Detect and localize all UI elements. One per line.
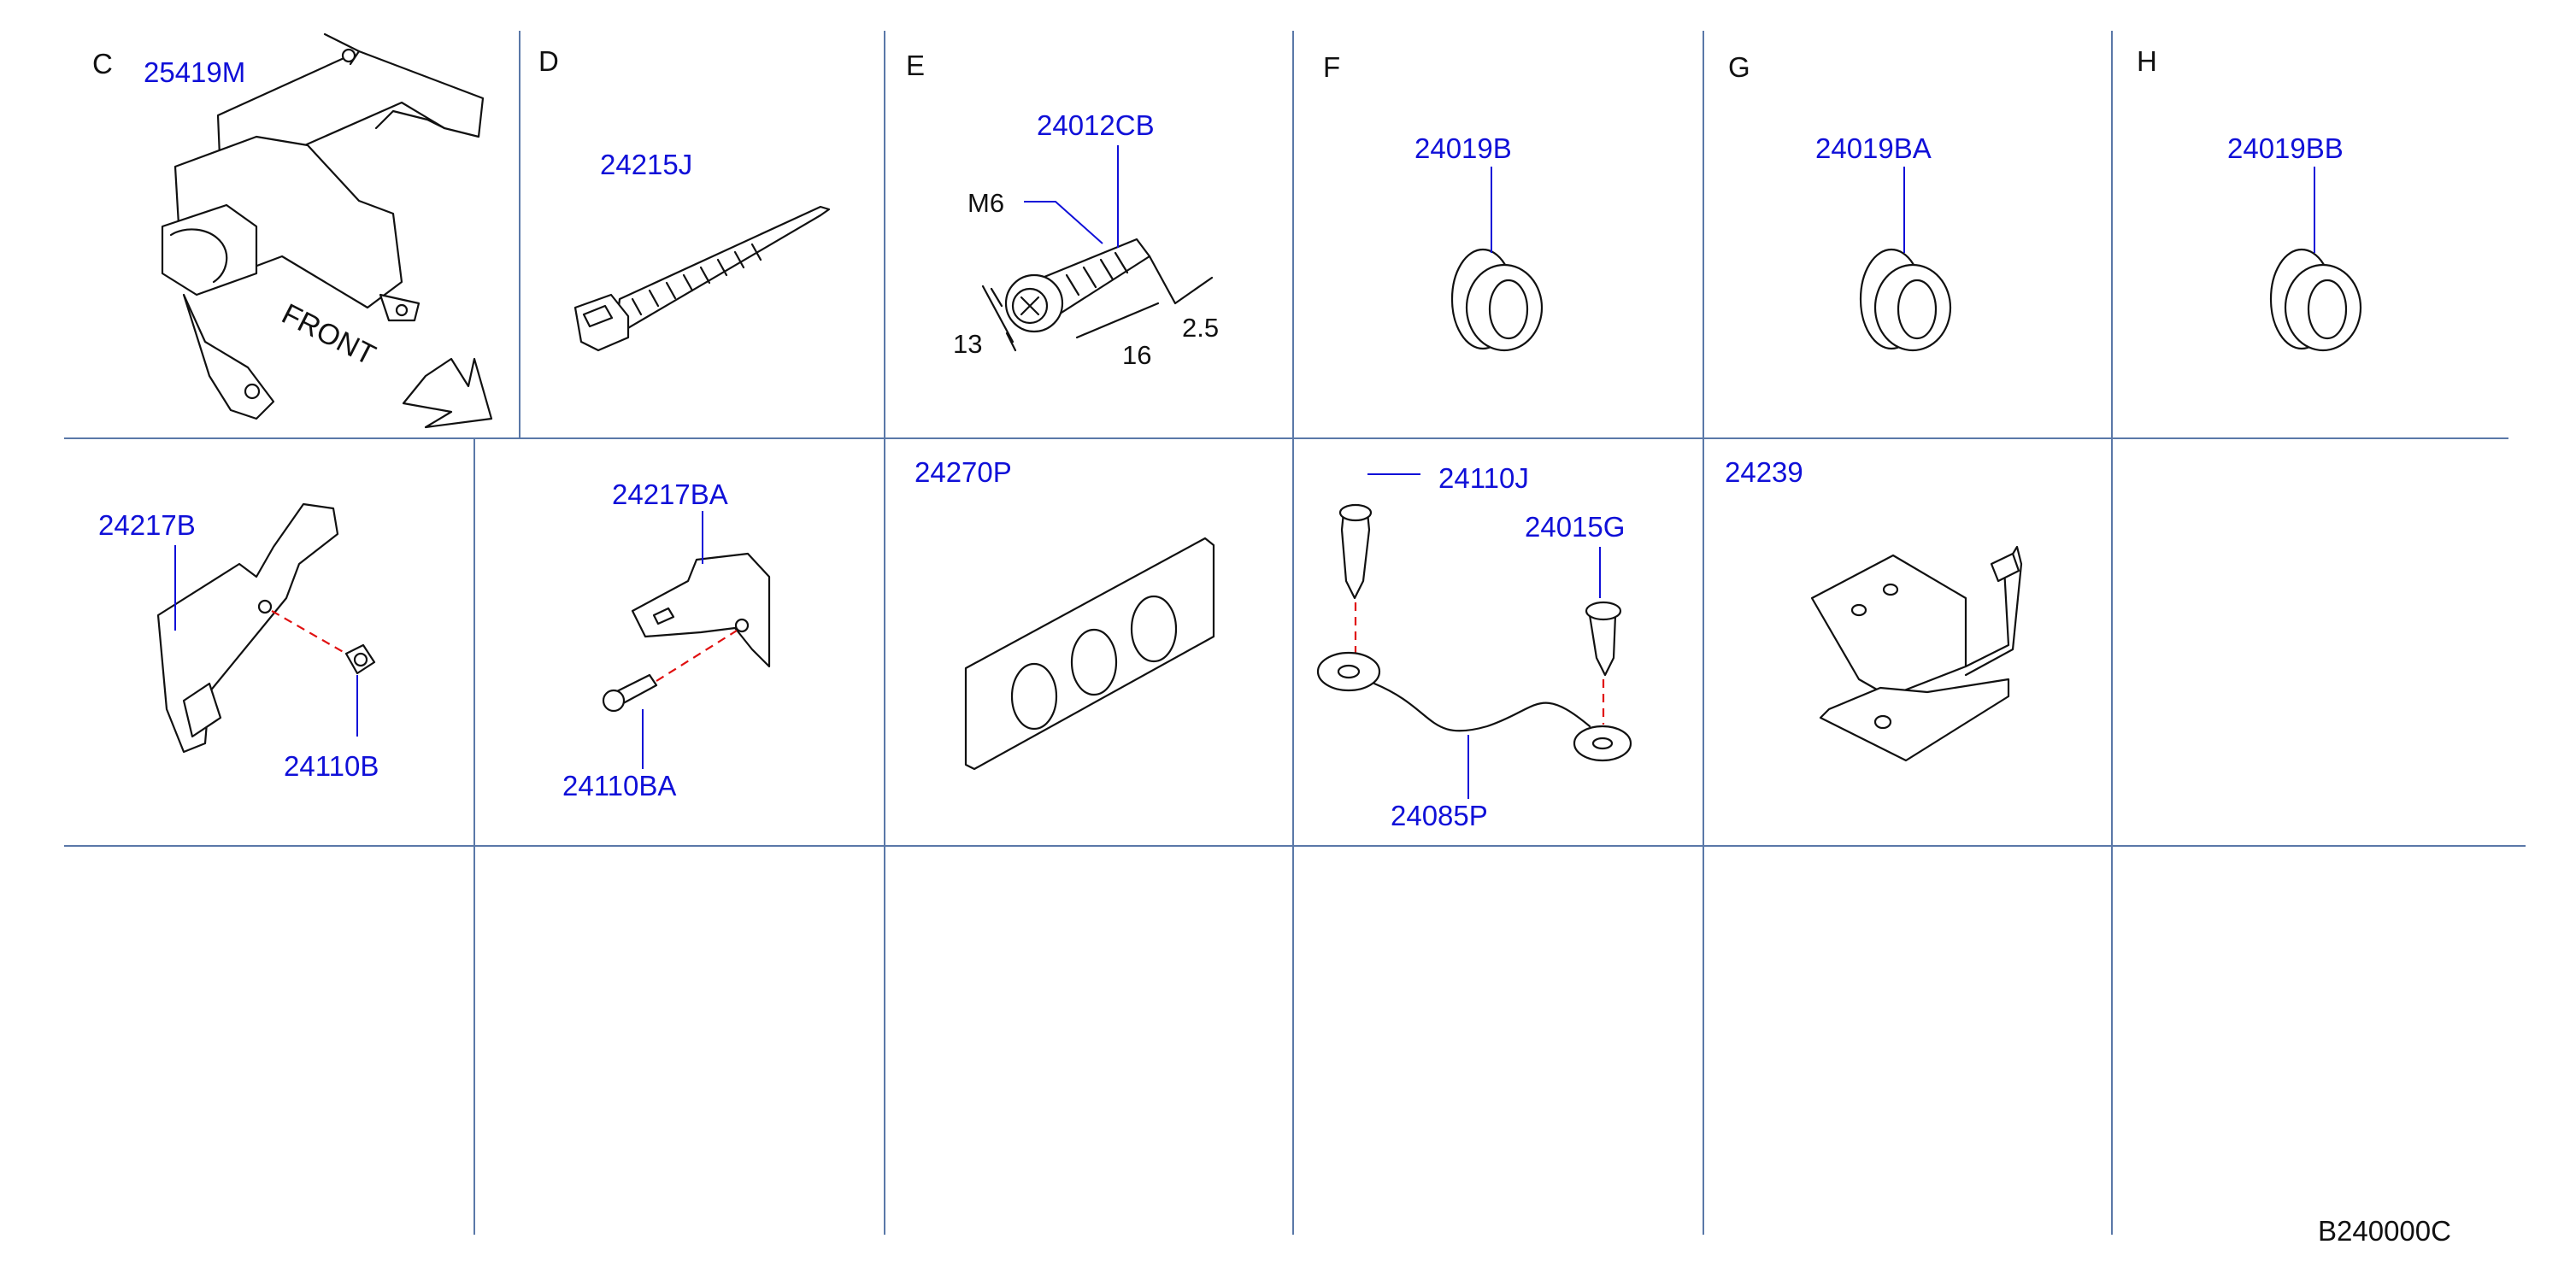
leader-lines-e [1024,145,1119,248]
dimension-length: 16 [1122,340,1152,370]
part-number-24270p[interactable]: 24270P [915,456,1012,488]
part-number-24019b[interactable]: 24019B [1414,132,1512,164]
part-number-24110j[interactable]: 24110J [1438,462,1529,494]
part-number-24085p[interactable]: 24085P [1391,800,1488,831]
nut-24019b-drawing [1450,167,1544,352]
part-number-24019bb[interactable]: 24019BB [2227,132,2344,164]
part-number-24217b[interactable]: 24217B [98,509,196,541]
part-number-24015g[interactable]: 24015G [1525,511,1626,543]
section-label-f: F [1323,51,1341,83]
bracket-24217ba-drawing [602,511,771,769]
cable-tie-24215j-drawing [573,205,831,352]
part-number-24110ba[interactable]: 24110BA [562,770,677,801]
part-number-24012cb[interactable]: 24012CB [1037,109,1155,141]
section-label-c: C [92,48,113,79]
section-label-g: G [1728,51,1750,83]
section-label-e: E [906,50,926,81]
bracket-25419m-drawing [161,32,485,420]
dimension-head: 13 [953,329,983,359]
dimension-tip: 2.5 [1182,313,1220,343]
front-arrow-icon [402,357,493,429]
part-number-24239[interactable]: 24239 [1725,456,1803,488]
part-number-24217ba[interactable]: 24217BA [612,478,728,510]
nut-24019ba-drawing [1859,167,1952,352]
bracket-24217b-drawing [156,502,376,754]
bracket-24239-drawing [1810,545,2023,762]
part-number-24215j[interactable]: 24215J [600,149,693,180]
nut-24019bb-drawing [2269,167,2362,352]
part-number-24019ba[interactable]: 24019BA [1815,132,1932,164]
section-label-d: D [538,45,559,77]
part-number-25419m[interactable]: 25419M [144,56,246,88]
grid-lines [64,31,2526,1235]
part-number-24110b[interactable]: 24110B [284,750,379,782]
bolt-24012cb-drawing [981,238,1214,352]
section-label-h: H [2137,45,2157,77]
plate-24270p-drawing [964,537,1215,771]
harness-24085p-drawing [1316,473,1632,799]
dimension-thread: M6 [967,188,1005,218]
diagram-code: B240000C [2318,1215,2451,1247]
